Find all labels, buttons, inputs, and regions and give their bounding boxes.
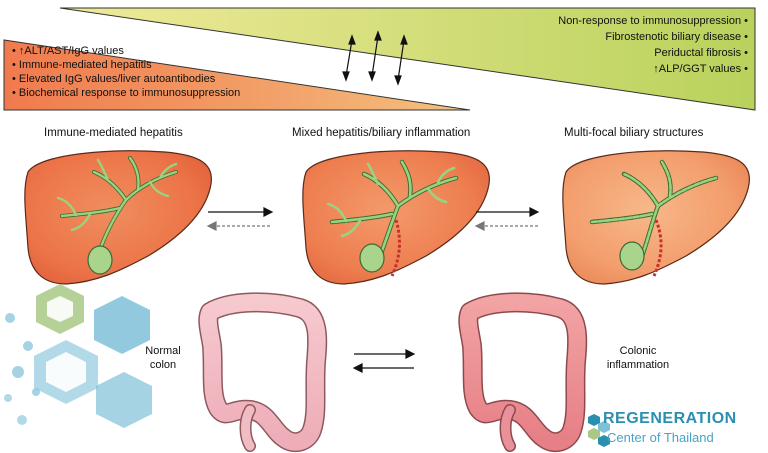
- wedge-double-arrows: [342, 30, 408, 86]
- colon-arrows: [352, 349, 416, 373]
- liver-mixed-inflammation: [302, 150, 490, 285]
- logo-subtitle: Center of Thailand: [607, 430, 714, 445]
- colon-normal: [198, 292, 328, 453]
- right-item-1: Fibrostenotic biliary disease: [558, 29, 748, 45]
- colon-inflamed: [458, 292, 588, 453]
- stage-label-multifocal: Multi-focal biliary structures: [564, 127, 704, 139]
- right-item-3: ↑ALP/GGT values: [558, 61, 748, 77]
- hexagon-decoration: [4, 284, 152, 428]
- right-panel-list: Non-response to immunosuppression Fibros…: [558, 13, 748, 77]
- normal-colon-label: Normal colon: [145, 345, 181, 371]
- liver-multifocal-biliary: [562, 150, 750, 285]
- left-item-2: Elevated IgG values/liver autoantibodies: [12, 72, 240, 86]
- left-item-3: Biochemical response to immunosuppressio…: [12, 86, 240, 100]
- regeneration-logo-icon: [588, 414, 610, 447]
- right-item-2: Periductal fibrosis: [558, 45, 748, 61]
- right-item-0: Non-response to immunosuppression: [558, 13, 748, 29]
- logo-name: REGENERATION: [603, 410, 737, 427]
- left-item-1: Immune-mediated hepatitis: [12, 58, 240, 72]
- colonic-inflammation-label: Colonic inflammation: [606, 345, 670, 371]
- liver-immune-hepatitis: [24, 150, 212, 285]
- left-panel-list: ↑ALT/AST/IgG values Immune-mediated hepa…: [12, 44, 240, 100]
- stage-label-immune-hepatitis: Immune-mediated hepatitis: [44, 127, 183, 139]
- progression-arrows: [206, 207, 540, 231]
- stage-label-mixed: Mixed hepatitis/biliary inflammation: [292, 127, 471, 139]
- left-item-0: ↑ALT/AST/IgG values: [12, 44, 240, 58]
